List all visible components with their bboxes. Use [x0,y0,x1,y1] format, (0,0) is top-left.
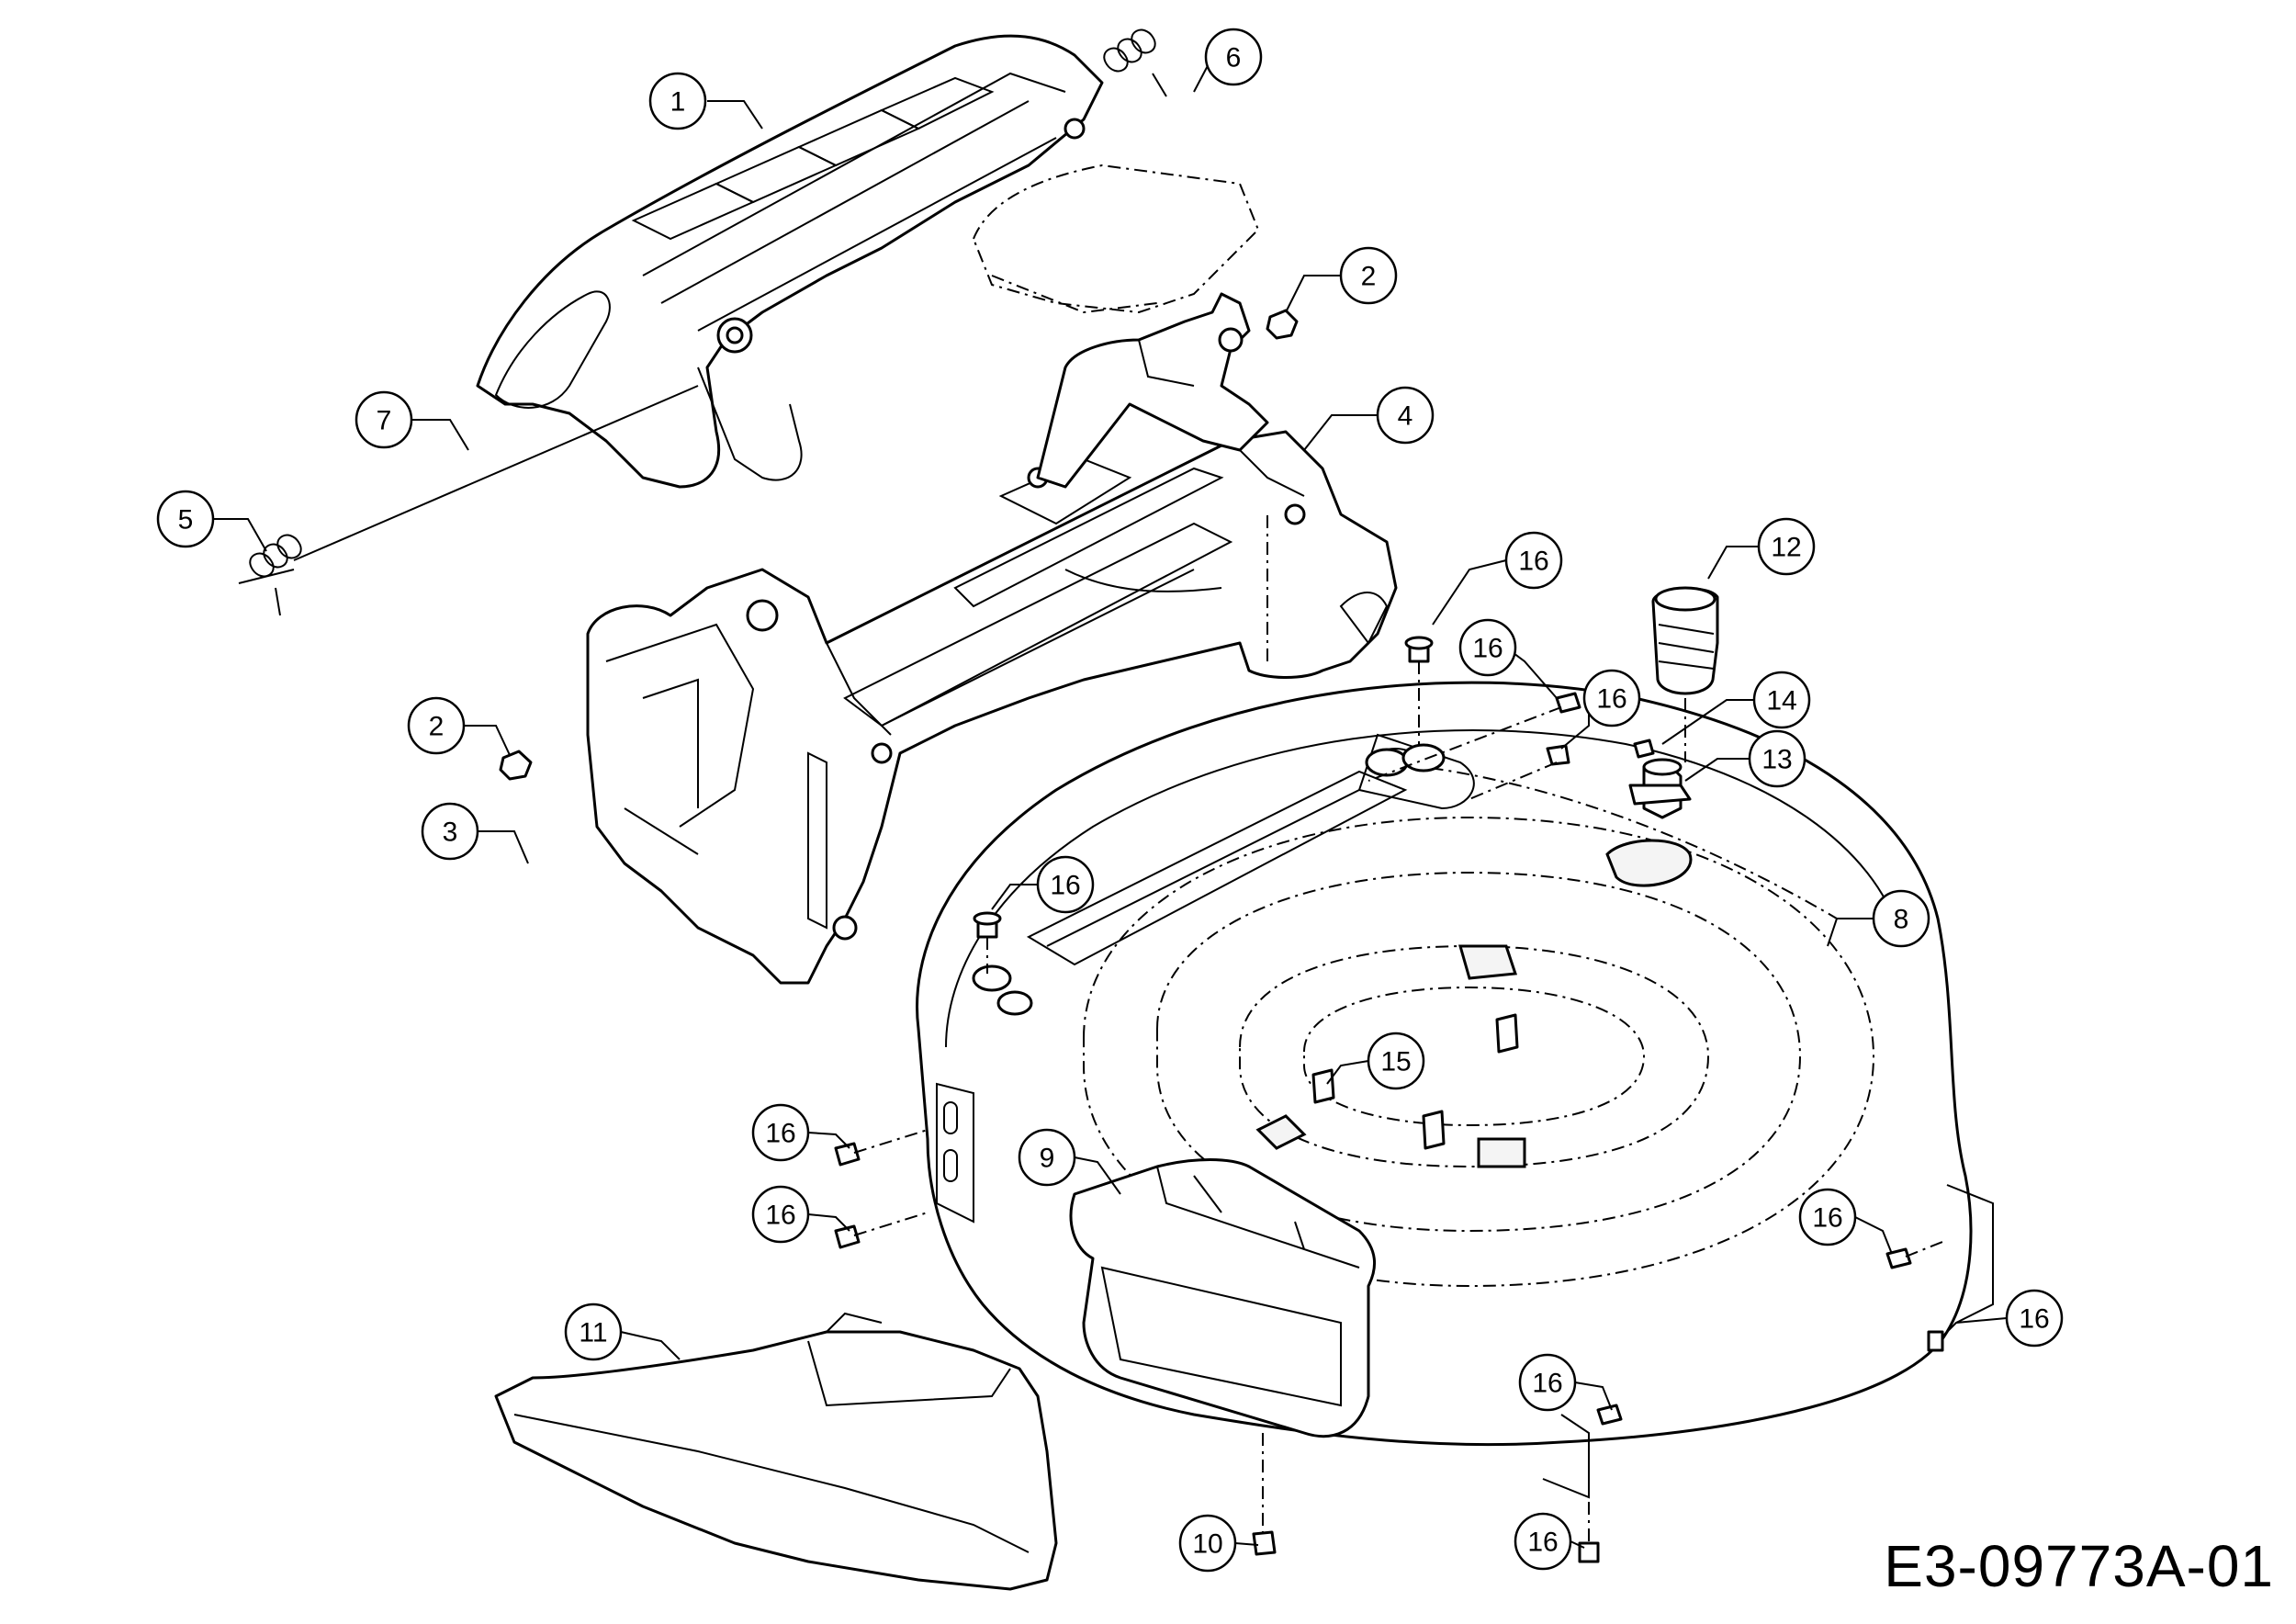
callout-16-c: 16 [1582,669,1641,727]
callout-16-j: 16 [1514,1512,1572,1571]
mower-deck [916,681,1994,1499]
drawing-code: E3-09773A-01 [1884,1533,2274,1599]
svg-text:16: 16 [765,1119,795,1149]
callout-16-h: 16 [2005,1289,2064,1348]
svg-text:9: 9 [1040,1144,1055,1174]
callout-12: 12 [1757,517,1816,576]
svg-text:16: 16 [1518,547,1548,577]
callout-15: 15 [1367,1032,1425,1090]
height-adjust-knob [1651,586,1719,695]
rear-flap-inner [972,164,1260,314]
callout-6: 6 [1204,28,1263,86]
height-adjust-pin [1628,758,1692,819]
svg-text:16: 16 [1527,1528,1558,1558]
leader-lines [213,56,2008,1549]
callout-2-upper: 2 [1339,246,1398,305]
svg-text:2: 2 [429,712,445,742]
mulch-plug [494,1312,1058,1591]
svg-text:5: 5 [178,505,194,536]
svg-text:8: 8 [1894,905,1909,935]
callout-1: 1 [648,72,707,130]
torsion-spring-right [1103,28,1167,97]
assembly-centerlines [853,514,1948,1543]
callout-3: 3 [421,802,479,861]
callout-9: 9 [1018,1128,1076,1187]
small-screw [1633,739,1655,759]
callout-2-lower: 2 [407,696,466,755]
callout-16-f: 16 [751,1185,810,1244]
callout-16-i: 16 [1518,1353,1577,1412]
svg-text:11: 11 [579,1318,607,1348]
callout-16-a: 16 [1504,531,1563,590]
rear-housing [586,430,1398,985]
nut [499,309,1299,781]
svg-text:16: 16 [1812,1203,1842,1234]
callout-11: 11 [564,1303,623,1361]
svg-text:13: 13 [1761,745,1792,775]
svg-text:16: 16 [1050,871,1080,901]
side-discharge-chute [1069,1158,1377,1438]
deck-bolt [1311,1013,1519,1150]
rear-flap [476,34,1104,489]
callout-5: 5 [156,490,215,548]
svg-text:6: 6 [1226,43,1242,73]
callout-16-b: 16 [1458,618,1517,677]
svg-text:4: 4 [1398,401,1413,432]
svg-text:16: 16 [1532,1369,1562,1399]
svg-text:2: 2 [1361,262,1377,292]
svg-text:16: 16 [1596,684,1626,715]
svg-text:15: 15 [1380,1047,1411,1077]
screw [1252,1530,1277,1556]
svg-text:10: 10 [1192,1529,1222,1560]
torsion-spring-left [238,534,302,616]
svg-text:3: 3 [443,818,458,848]
svg-text:12: 12 [1771,533,1801,563]
svg-text:1: 1 [670,87,686,118]
hinge-rod [293,385,699,561]
callout-16-d: 16 [1036,855,1095,914]
svg-text:14: 14 [1766,686,1796,716]
callout-14: 14 [1752,671,1811,729]
rear-housing-upright [1036,292,1269,489]
svg-text:16: 16 [765,1201,795,1231]
callout-13: 13 [1748,729,1806,788]
callout-16-g: 16 [1798,1188,1857,1246]
callout-7: 7 [355,390,413,449]
svg-text:16: 16 [1472,634,1503,664]
callout-10: 10 [1178,1514,1237,1573]
callout-16-e: 16 [751,1103,810,1162]
callout-4: 4 [1376,386,1435,445]
svg-text:7: 7 [377,406,392,436]
callout-8: 8 [1872,889,1930,948]
svg-text:16: 16 [2019,1304,2049,1335]
